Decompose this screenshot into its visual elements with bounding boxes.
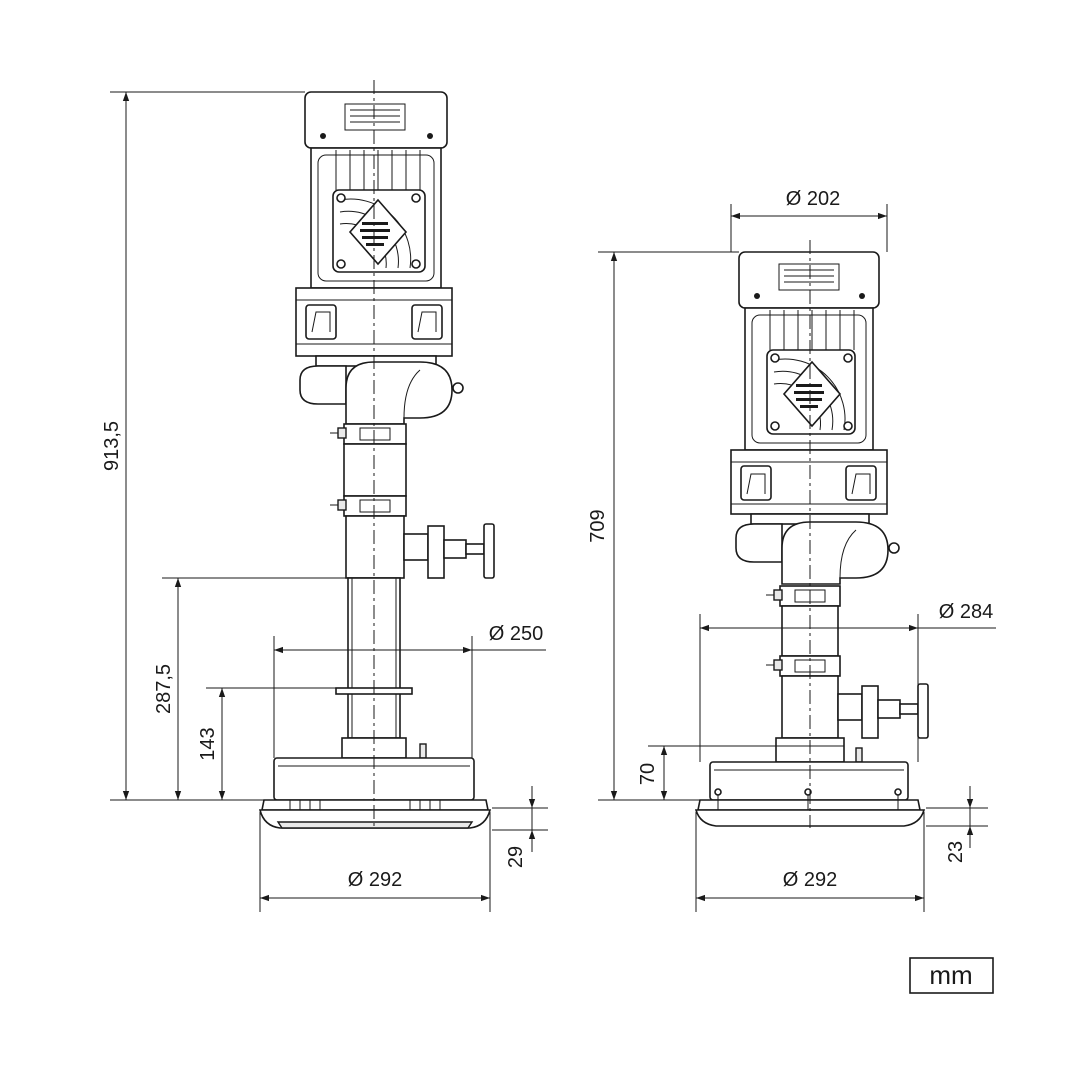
right-pump-drawing xyxy=(694,240,929,828)
dim-right-valve-height: 70 xyxy=(637,763,659,785)
right-dimensions: Ø 202 709 Ø 284 70 Ø 292 23 xyxy=(587,188,996,912)
dim-left-flange-height: 143 xyxy=(197,727,219,760)
dim-left-flange-diameter: Ø 250 xyxy=(489,623,543,645)
left-dimensions: 913,5 287,5 143 Ø 250 Ø 292 29 xyxy=(101,91,548,912)
dim-left-base-thickness: 29 xyxy=(505,846,527,868)
dim-left-total-height: 913,5 xyxy=(101,421,123,471)
dim-right-base-diameter: Ø 292 xyxy=(783,869,837,891)
dim-right-total-height: 709 xyxy=(587,509,609,542)
dim-right-base-thickness: 23 xyxy=(945,841,967,863)
left-pump-drawing xyxy=(258,80,495,830)
dim-left-base-diameter: Ø 292 xyxy=(348,869,402,891)
dim-left-valve-height: 287,5 xyxy=(153,664,175,714)
unit-label: mm xyxy=(929,960,972,990)
dim-right-motor-diameter: Ø 202 xyxy=(786,188,840,210)
unit-box: mm xyxy=(909,957,994,994)
dim-right-flange-diameter: Ø 284 xyxy=(939,601,993,623)
